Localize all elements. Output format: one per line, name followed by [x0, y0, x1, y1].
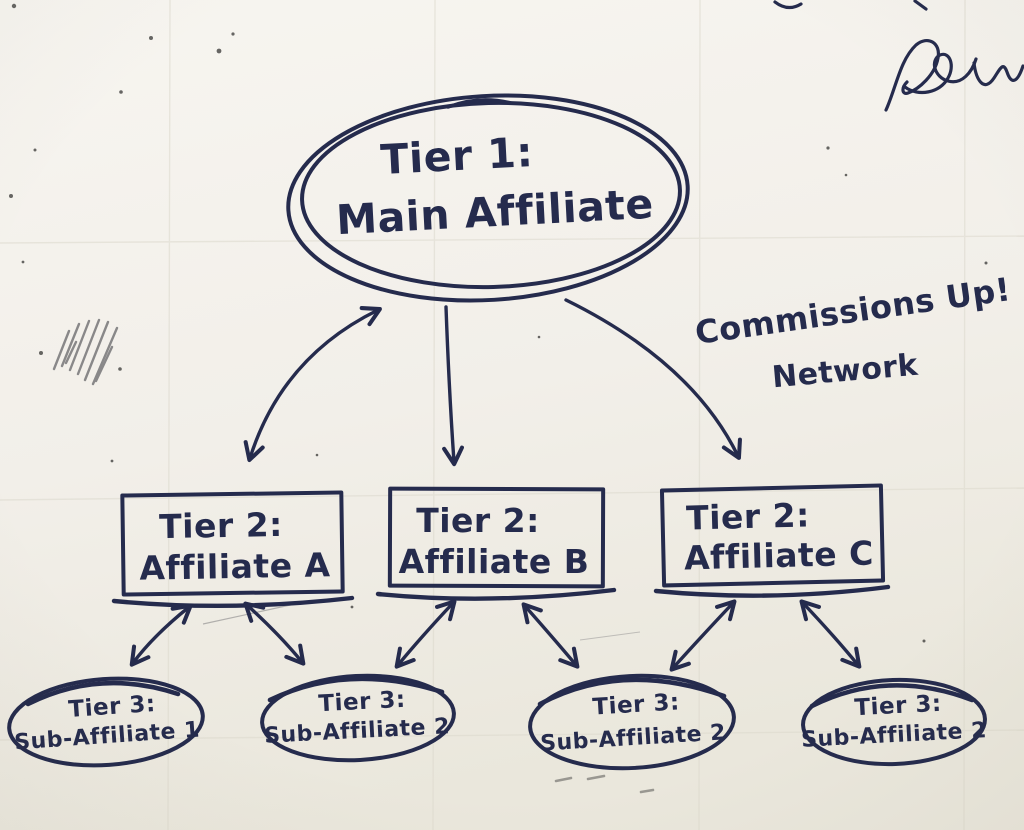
whiteboard-photo: Tier 1: Main Affiliate Commissions Up! N…: [0, 0, 1024, 830]
photo-vignette: [0, 0, 1024, 830]
